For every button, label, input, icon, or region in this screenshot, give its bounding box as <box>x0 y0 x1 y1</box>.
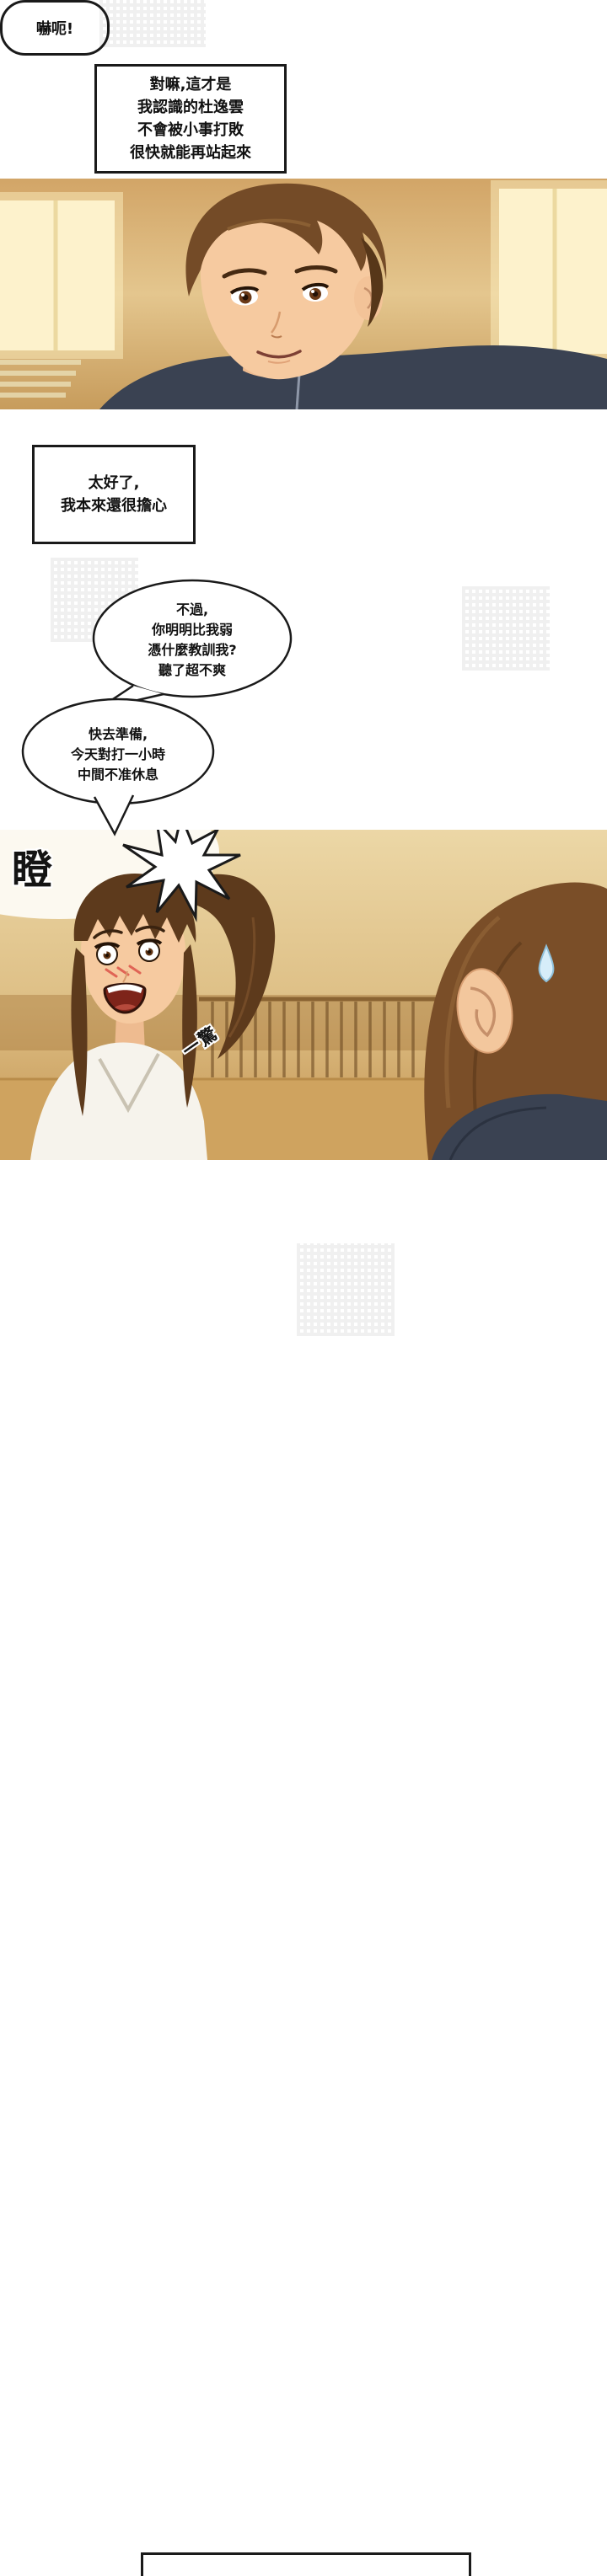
white-gi <box>30 1042 207 1160</box>
man-hair <box>185 183 387 327</box>
speech-text: 嚇呃! <box>35 20 74 38</box>
bubble-shape <box>21 697 215 836</box>
narration-line: 我認識的杜逸雲 <box>137 99 244 116</box>
man-facial-features <box>222 265 338 364</box>
shocked-eye-right <box>136 938 163 962</box>
smiling-mouth <box>256 350 302 359</box>
narration-line: 太好了, <box>88 474 140 492</box>
eyebrow-left <box>93 929 123 939</box>
man-back-of-head <box>424 882 607 1160</box>
window-left <box>0 192 123 359</box>
narration-box-2: 太好了, 我本來還很擔心 <box>32 445 196 544</box>
speech-bubble-1: 不過, 你明明比我弱 憑什麼教訓我? 聽了超不爽 <box>91 578 293 711</box>
panel1-illustration <box>0 179 607 409</box>
narration-box-1: 對嘛,這才是 我認識的杜逸雲 不會被小事打敗 很快就能再站起來 <box>94 64 287 174</box>
speech-bubble-2: 快去準備, 今天對打一小時 中間不准休息 <box>20 697 216 837</box>
eye-left <box>229 286 260 306</box>
eye-right <box>301 282 330 302</box>
next-panel-box <box>141 2552 471 2576</box>
panel2-illustration <box>0 830 607 1160</box>
watermark <box>297 1243 395 1336</box>
narration-line: 對嘛,這才是 <box>149 76 232 94</box>
narration-line: 我本來還很擔心 <box>61 497 167 515</box>
eyebrow-left <box>222 268 267 279</box>
bubble-tail <box>94 795 133 834</box>
man-ear <box>456 968 513 1054</box>
blinds-lines <box>0 360 81 398</box>
sweat-drop <box>538 943 555 983</box>
flash-starburst <box>122 830 241 922</box>
eyebrow-right <box>294 265 338 274</box>
narration-line: 很快就能再站起來 <box>130 144 251 162</box>
hair-strand-right <box>182 944 197 1108</box>
man-shoulder <box>432 1093 607 1160</box>
ponytail <box>162 874 276 1059</box>
speech-bubble-3: 嚇呃! <box>0 0 110 56</box>
panel-man-smiling <box>0 179 607 409</box>
nose <box>122 970 128 983</box>
watermark <box>462 586 550 671</box>
window-right <box>491 180 607 362</box>
speech-text: 不過, 你明明比我弱 憑什麼教訓我? 聽了超不爽 <box>148 601 237 678</box>
shouting-mouth <box>103 982 147 1014</box>
shocked-eye-left <box>94 942 121 965</box>
eyebrow-right <box>135 925 165 933</box>
woman-figure <box>30 874 276 1160</box>
hair-strand-left <box>71 948 88 1116</box>
speech-text: 快去準備, 今天對打一小時 中間不准休息 <box>70 726 165 783</box>
narration-line: 不會被小事打敗 <box>137 121 244 139</box>
nose <box>271 311 282 334</box>
panel-woman-shocked: 瞪 一驚 <box>0 830 607 1160</box>
watermark <box>99 0 206 47</box>
sfx-glare-text: 瞪 <box>12 847 53 894</box>
